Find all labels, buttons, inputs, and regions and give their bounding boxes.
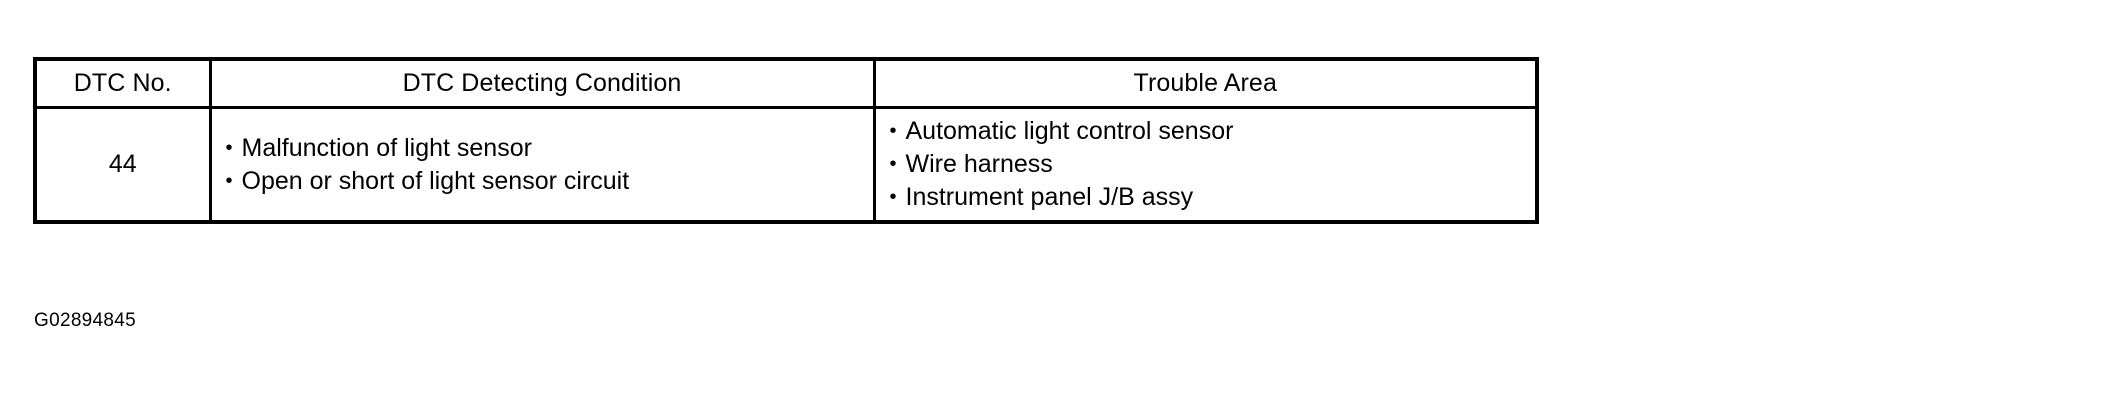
table-header: DTC No. DTC Detecting Condition Trouble … [33, 57, 1539, 109]
table-row: 44 • Malfunction of light sensor • Open or… [33, 106, 1539, 224]
list-item-label: Open or short of light sensor circuit [241, 166, 630, 195]
bullet-icon: • [225, 136, 233, 159]
bullet-icon: • [225, 169, 233, 192]
trouble-bullet-list: • Automatic light control sensor • Wire ha… [876, 109, 1536, 220]
column-header-dtc-no: DTC No. [33, 57, 212, 109]
column-header-trouble-area: Trouble Area [872, 57, 1539, 109]
dtc-table: DTC No. DTC Detecting Condition Trouble … [33, 57, 1539, 224]
bullet-icon: • [889, 153, 897, 175]
list-item-label: Automatic light control sensor [905, 117, 1234, 145]
column-header-dtc-detecting-condition: DTC Detecting Condition [208, 57, 876, 109]
list-item: • Automatic light control sensor [890, 115, 1536, 148]
list-item: • Open or short of light sensor circuit [226, 165, 873, 198]
list-item-label: Instrument panel J/B assy [905, 183, 1194, 211]
table-header-row: DTC No. DTC Detecting Condition Trouble … [33, 57, 1539, 109]
figure-caption: G02894845 [34, 310, 137, 331]
table-body: 44 • Malfunction of light sensor • Open or… [33, 106, 1539, 224]
bullet-icon: • [889, 186, 897, 208]
list-item: • Instrument panel J/B assy [890, 181, 1536, 214]
cell-trouble-area: • Automatic light control sensor • Wire ha… [872, 106, 1539, 224]
list-item-label: Wire harness [905, 150, 1053, 178]
cell-dtc-no: 44 [33, 106, 212, 224]
bullet-icon: • [889, 120, 897, 142]
list-item: • Wire harness [890, 148, 1536, 181]
list-item-label: Malfunction of light sensor [241, 133, 532, 162]
condition-bullet-list: • Malfunction of light sensor • Open or sh… [212, 126, 873, 204]
cell-dtc-detecting-condition: • Malfunction of light sensor • Open or sh… [208, 106, 876, 224]
list-item: • Malfunction of light sensor [226, 132, 873, 165]
